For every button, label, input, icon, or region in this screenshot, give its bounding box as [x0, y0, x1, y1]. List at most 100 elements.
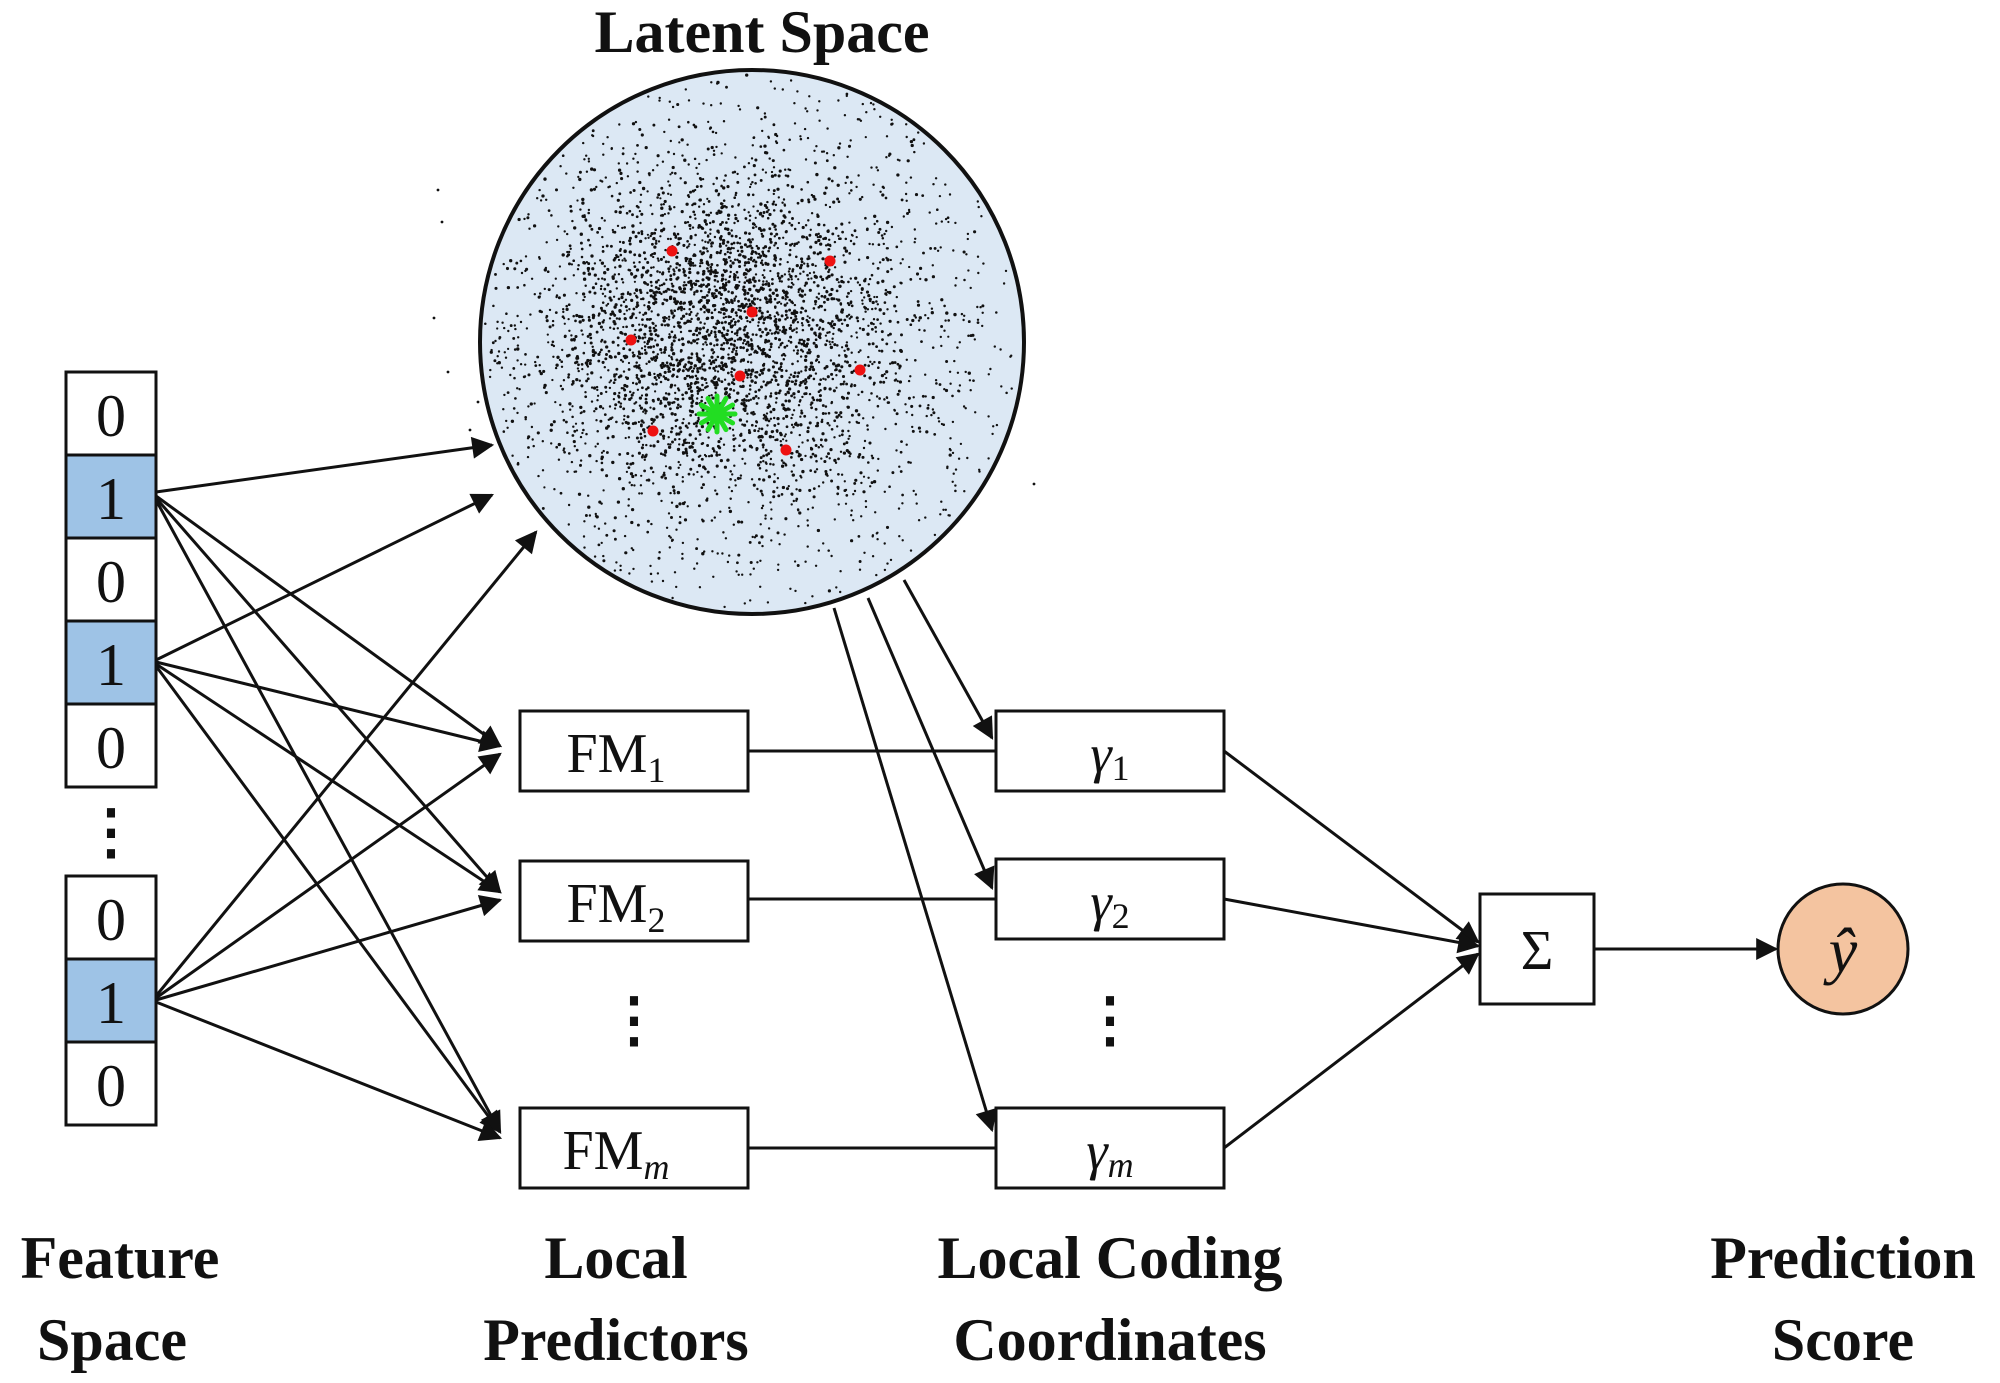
latent-point	[780, 354, 784, 357]
latent-point	[600, 468, 604, 472]
latent-point	[873, 360, 876, 364]
latent-point	[819, 242, 823, 246]
latent-point	[643, 458, 646, 461]
latent-point	[767, 452, 771, 456]
latent-point	[727, 214, 730, 217]
latent-point	[625, 376, 630, 380]
latent-point	[621, 226, 624, 230]
latent-point	[824, 378, 827, 381]
latent-point	[692, 282, 696, 285]
latent-point	[755, 420, 759, 424]
latent-point	[811, 263, 815, 267]
latent-point	[633, 280, 637, 283]
latent-point	[727, 322, 731, 326]
latent-point	[623, 414, 626, 418]
latent-point	[738, 418, 743, 422]
latent-point	[561, 410, 564, 413]
latent-point	[921, 394, 925, 398]
latent-point	[597, 226, 602, 231]
latent-point	[767, 475, 772, 479]
latent-point	[817, 485, 821, 488]
latent-point	[680, 307, 684, 310]
latent-point	[743, 231, 748, 235]
latent-point	[727, 382, 731, 386]
latent-point	[743, 602, 746, 605]
latent-point	[811, 396, 815, 400]
latent-point	[776, 486, 779, 489]
latent-point	[777, 391, 781, 395]
latent-point	[800, 338, 804, 341]
latent-point	[684, 449, 688, 453]
latent-point	[940, 298, 944, 302]
latent-point	[678, 443, 681, 446]
latent-point	[661, 272, 665, 276]
latent-point	[654, 333, 658, 336]
latent-point	[915, 272, 920, 276]
latent-point	[765, 333, 768, 337]
latent-point	[662, 437, 665, 440]
latent-point	[826, 127, 829, 130]
latent-point	[678, 287, 682, 291]
latent-point	[574, 470, 578, 473]
latent-point	[717, 291, 722, 295]
latent-point	[737, 204, 740, 207]
latent-point	[896, 362, 900, 366]
latent-point	[791, 493, 794, 496]
latent-point	[506, 391, 510, 394]
latent-point	[709, 211, 713, 214]
latent-point	[676, 102, 680, 107]
latent-point	[835, 277, 839, 282]
latent-point	[737, 260, 742, 264]
latent-point	[707, 310, 711, 314]
latent-point	[690, 341, 693, 345]
latent-point	[751, 333, 755, 336]
latent-point	[760, 315, 764, 319]
latent-point	[704, 337, 708, 341]
latent-point	[942, 423, 946, 427]
latent-point	[580, 363, 584, 366]
latent-point	[784, 230, 788, 234]
latent-point	[664, 392, 668, 395]
latent-point	[931, 408, 935, 411]
latent-point	[964, 370, 967, 374]
latent-point	[718, 242, 722, 246]
latent-point	[764, 354, 768, 358]
latent-point	[638, 379, 641, 383]
latent-point	[731, 428, 735, 431]
latent-point	[837, 281, 840, 284]
latent-point	[734, 216, 738, 221]
latent-point	[571, 415, 574, 419]
latent-point	[738, 280, 741, 284]
arrow-feature-to-latent	[154, 530, 538, 997]
latent-point	[718, 364, 721, 368]
latent-point	[784, 242, 788, 246]
latent-point	[909, 549, 913, 552]
latent-point	[911, 413, 914, 417]
latent-point	[780, 368, 784, 372]
latent-point	[637, 451, 641, 455]
latent-point	[677, 268, 681, 272]
latent-point	[765, 462, 768, 465]
latent-point	[489, 350, 493, 354]
latent-point	[751, 368, 755, 372]
latent-point	[899, 470, 903, 473]
latent-point	[723, 465, 728, 469]
latent-point	[516, 359, 519, 362]
latent-point	[872, 383, 876, 386]
latent-point	[804, 309, 808, 313]
latent-point	[762, 246, 765, 250]
latent-point	[764, 262, 768, 266]
latent-point	[538, 257, 541, 260]
latent-point	[669, 277, 673, 281]
latent-outlier-point	[446, 370, 450, 374]
latent-point	[867, 461, 870, 464]
latent-point	[600, 541, 603, 545]
latent-point	[571, 347, 575, 351]
latent-point	[850, 413, 854, 417]
latent-point	[609, 326, 612, 329]
latent-point	[768, 227, 772, 231]
latent-point	[867, 355, 870, 359]
latent-point	[765, 417, 769, 421]
latent-point	[801, 441, 804, 444]
latent-point	[769, 316, 773, 320]
